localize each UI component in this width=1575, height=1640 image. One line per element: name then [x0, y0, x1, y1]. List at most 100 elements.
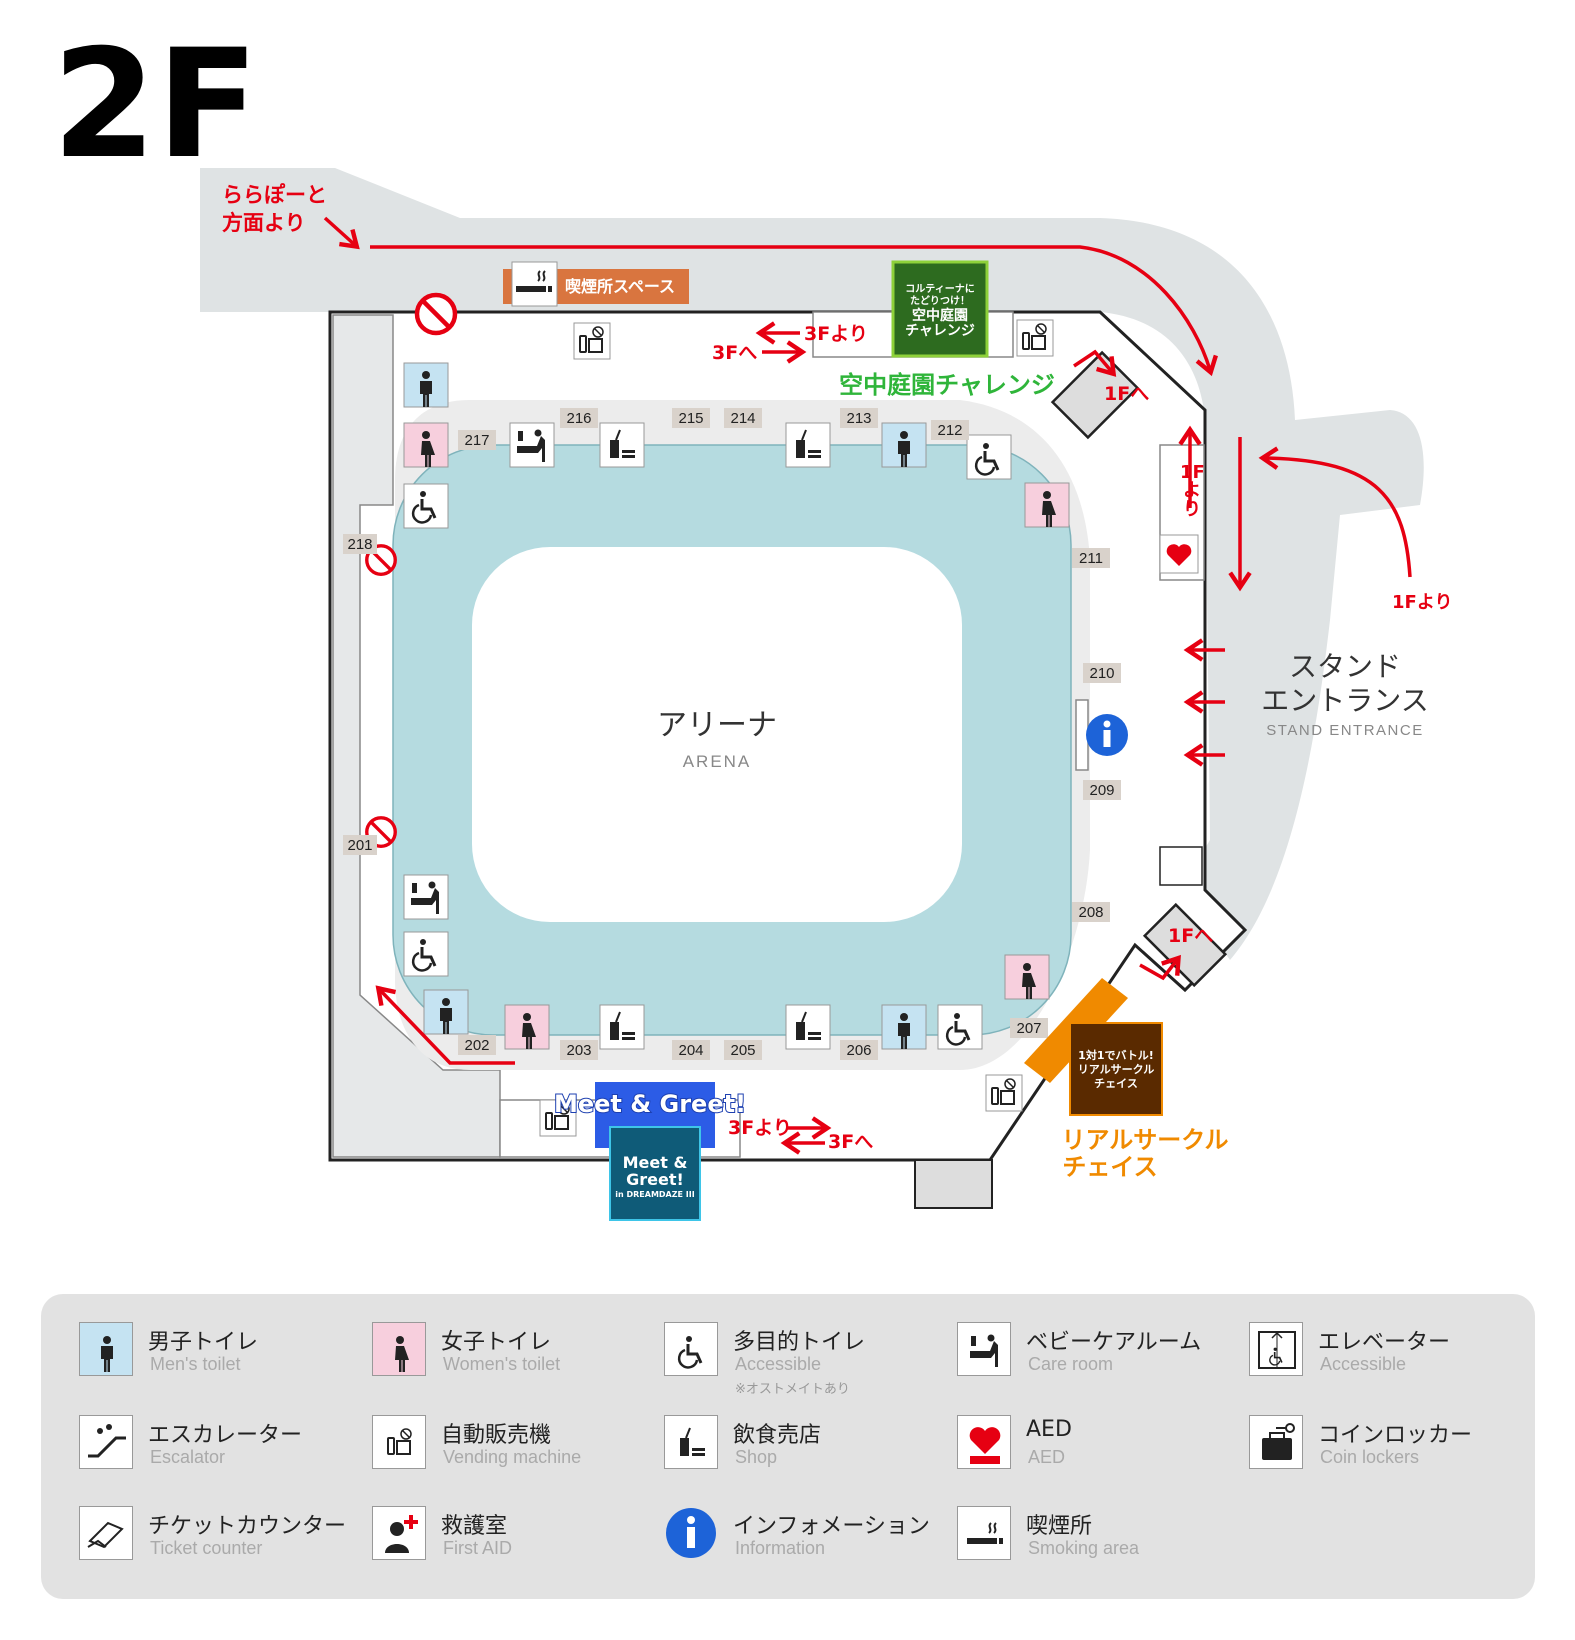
womens-toilet-icon [372, 1322, 426, 1376]
legend-note: ※オストメイトあり [735, 1382, 850, 1397]
elevator-icon [1249, 1322, 1303, 1376]
svg-text:1対1でバトル!: 1対1でバトル! [1078, 1048, 1154, 1062]
gate-211: 211 [1072, 548, 1110, 568]
svg-text:203: 203 [566, 1042, 591, 1059]
svg-text:209: 209 [1089, 782, 1114, 799]
baby-care-icon [403, 874, 449, 920]
legend-title: 飲食売店 [733, 1423, 822, 1448]
gate-217: 217 [458, 430, 496, 450]
womens-toilet-icon [1004, 954, 1050, 1000]
stair-south [914, 1159, 993, 1209]
coin-locker-icon [1249, 1415, 1303, 1469]
mens-toilet-icon [881, 1004, 927, 1050]
mens-toilet-icon [403, 362, 449, 408]
from-1f-vertical-label: 1F [1180, 462, 1205, 483]
from-1f-vertical-label: り [1183, 499, 1201, 520]
svg-text:207: 207 [1016, 1020, 1041, 1037]
from-lalaport-label: 方面より [222, 211, 306, 235]
gate-203: 203 [560, 1040, 598, 1060]
sky-garden-event[interactable]: コルティーナに たどりつけ！ 空中庭園 チャレンジ 空中庭園チャレンジ [838, 260, 1056, 400]
gate-210: 210 [1083, 663, 1121, 683]
legend-subtitle: Accessible [735, 1354, 822, 1374]
vending-machine-icon [539, 1099, 577, 1137]
legend-title: エレベーター [1318, 1330, 1451, 1355]
accessible-toilet-icon [937, 1004, 983, 1050]
from-lalaport-label: ららぽーと [222, 183, 327, 207]
real-circle-chase-event[interactable]: 1対1でバトル! リアルサークル チェイス リアルサークル チェイス [1024, 978, 1229, 1182]
legend-subtitle: First AID [443, 1538, 513, 1558]
smoking-area-icon [957, 1506, 1011, 1560]
legend-title: 喫煙所 [1026, 1514, 1093, 1539]
svg-text:217: 217 [464, 432, 489, 449]
svg-text:チャレンジ: チャレンジ [905, 323, 975, 339]
accessible-toilet-icon [664, 1322, 718, 1376]
real-circle-title: リアルサークル [1061, 1126, 1228, 1154]
svg-text:202: 202 [464, 1037, 489, 1054]
from-3f-label: 3Fより [728, 1117, 792, 1139]
legend-panel: 男子トイレ Men's toilet 女子トイレ Women's toilet … [41, 1294, 1535, 1599]
svg-text:212: 212 [937, 422, 962, 439]
stand-entrance-label-en: STAND ENTRANCE [1266, 722, 1423, 739]
svg-text:215: 215 [678, 410, 703, 427]
floor-label: 2F [52, 18, 259, 192]
svg-text:リアルサークル: リアルサークル [1078, 1063, 1155, 1076]
svg-text:213: 213 [846, 410, 871, 427]
vending-machine-icon [573, 322, 611, 360]
legend-title: 多目的トイレ [733, 1330, 866, 1355]
accessible-toilet-icon [966, 434, 1012, 480]
svg-text:204: 204 [678, 1042, 703, 1059]
svg-text:218: 218 [347, 536, 372, 553]
legend-title: 女子トイレ [441, 1330, 552, 1355]
womens-toilet-icon [403, 422, 449, 468]
svg-text:206: 206 [846, 1042, 871, 1059]
legend-subtitle: Information [735, 1538, 826, 1558]
from-3f-label: 3Fより [804, 323, 868, 345]
svg-text:コルティーナに: コルティーナに [905, 283, 974, 295]
accessible-toilet-icon [403, 483, 449, 529]
floor-map: アリーナ ARENA 喫煙所スペース [200, 168, 1452, 1221]
svg-text:Meet &: Meet & [623, 1153, 688, 1172]
from-1f-label: 1Fより [1392, 592, 1452, 613]
accessible-toilet-icon [403, 931, 449, 977]
first-aid-icon [372, 1506, 426, 1560]
legend-title: 男子トイレ [148, 1330, 259, 1355]
womens-toilet-icon [1024, 482, 1070, 528]
legend-subtitle: Coin lockers [1320, 1447, 1420, 1467]
svg-text:201: 201 [347, 837, 372, 854]
shop-icon [599, 422, 645, 468]
gate-206: 206 [840, 1040, 878, 1060]
mens-toilet-icon [79, 1322, 133, 1376]
information-icon [664, 1506, 718, 1560]
svg-text:たどりつけ！: たどりつけ！ [910, 294, 970, 307]
legend-title: ベビーケアルーム [1026, 1330, 1202, 1355]
escalator-icon [79, 1415, 133, 1469]
gate-209: 209 [1083, 780, 1121, 800]
svg-text:210: 210 [1089, 665, 1114, 682]
meet-greet-event[interactable]: Meet & Greet! Meet & Greet! in DREAMDAZE… [553, 1082, 747, 1221]
legend-subtitle: AED [1028, 1447, 1066, 1467]
legend-subtitle: Accessible [1320, 1354, 1407, 1374]
svg-text:216: 216 [566, 410, 591, 427]
legend-title: インフォメーション [733, 1514, 930, 1539]
gate-201: 201 [343, 835, 377, 855]
to-3f-label: 3Fへ [712, 342, 757, 364]
svg-text:211: 211 [1079, 550, 1103, 567]
stand-entrance-label-ja: スタンド [1289, 650, 1401, 683]
stair-ne [1050, 350, 1140, 440]
legend-title: チケットカウンター [148, 1514, 347, 1539]
arena-label-ja: アリーナ [657, 708, 777, 743]
baby-care-icon [957, 1322, 1011, 1376]
womens-toilet-icon [504, 1004, 550, 1050]
ticket-counter-icon [79, 1506, 133, 1560]
legend-subtitle: Smoking area [1028, 1538, 1140, 1558]
gate-213: 213 [840, 408, 878, 428]
gate-214: 214 [724, 408, 762, 428]
aed-icon [1159, 534, 1199, 574]
svg-text:in DREAMDAZE III: in DREAMDAZE III [615, 1190, 694, 1199]
to-1f-label: 1Fへ [1168, 925, 1213, 947]
information-icon[interactable] [1086, 714, 1128, 756]
baby-care-icon [509, 422, 555, 468]
to-3f-label: 3Fへ [828, 1131, 873, 1153]
legend-subtitle: Shop [735, 1447, 778, 1467]
svg-text:214: 214 [730, 410, 755, 427]
